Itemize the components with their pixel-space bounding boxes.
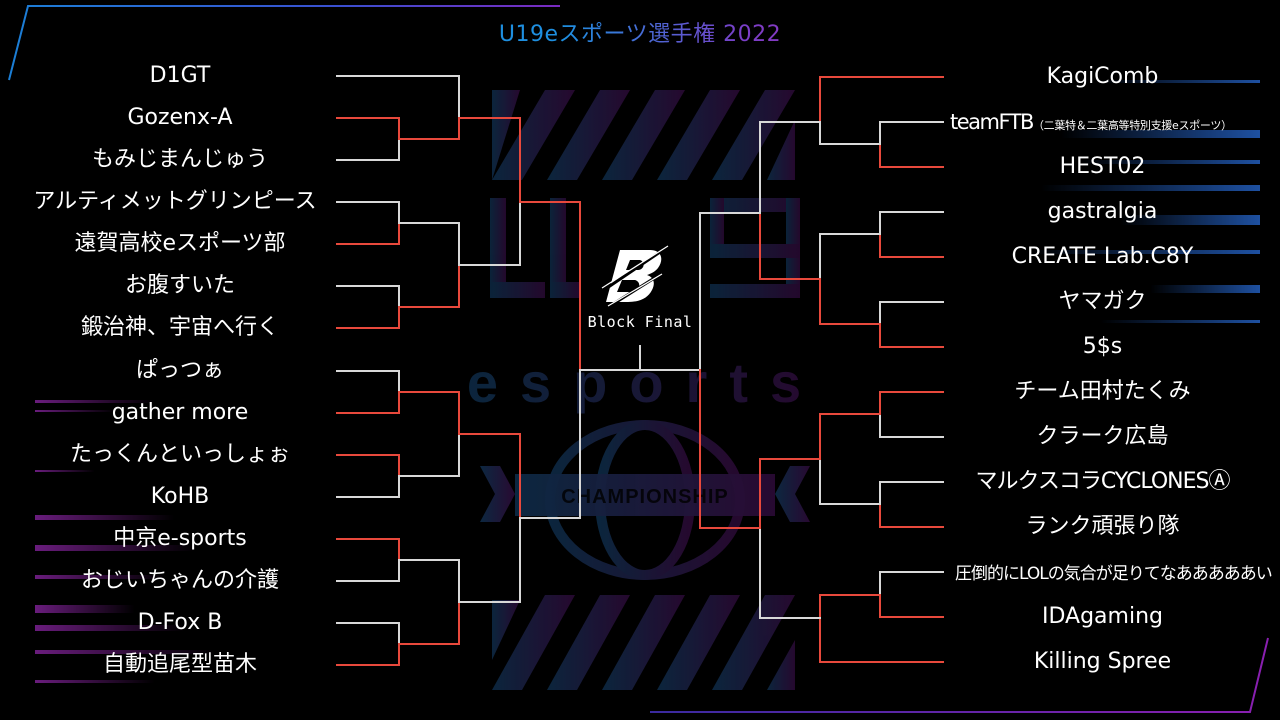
team-right-2-name: teamFTB xyxy=(950,110,1034,134)
bracket-line-teamftb xyxy=(879,121,944,145)
team-left-7: 鍛治神、宇宙へ行く xyxy=(80,315,279,340)
watermark-globe xyxy=(545,420,745,580)
team-left-10: たっくんといっしょぉ xyxy=(69,442,290,467)
bracket-line-clark xyxy=(879,413,944,438)
bracket-line-create xyxy=(879,233,944,258)
watermark-stripes-bottom xyxy=(492,595,795,690)
bracket-line-onga xyxy=(336,222,400,245)
bracket-line-gozenx xyxy=(336,117,400,140)
bracket-line-d1gt xyxy=(336,75,460,119)
team-left-8: ぱっつぁ xyxy=(135,358,224,383)
bracket-line-kohb xyxy=(336,475,400,498)
team-left-15: 自動追尾型苗木 xyxy=(102,652,257,677)
team-left-9: gather more xyxy=(111,400,249,425)
team-right-11: ランク頑張り隊 xyxy=(1025,514,1180,539)
team-left-1: D1GT xyxy=(149,63,211,88)
team-left-6: お腹すいた xyxy=(124,273,235,298)
bracket-line-yamagaku xyxy=(879,301,944,325)
bracket-line-dfox xyxy=(336,622,400,645)
team-right-3: HEST02 xyxy=(1059,154,1146,179)
team-right-7: 5$s xyxy=(1082,334,1123,359)
team-left-14: D-Fox B xyxy=(137,610,223,635)
team-left-3: もみじまんじゅう xyxy=(91,147,268,172)
bracket-line-hest02 xyxy=(879,143,944,168)
bracket-line-rank xyxy=(879,503,944,528)
bracket-line-momiji xyxy=(336,138,400,161)
bracket-line-takkun xyxy=(336,454,400,477)
team-right-1: KagiComb xyxy=(1046,64,1159,89)
bracket-line-idagaming xyxy=(879,594,944,618)
team-right-9: クラーク広島 xyxy=(1036,424,1169,449)
bracket-line-kagicomb xyxy=(819,76,944,123)
watermark-championship: CHAMPIONSHIP xyxy=(561,486,729,508)
bracket-line-kajishin xyxy=(336,306,400,329)
watermark-banner xyxy=(480,466,810,522)
team-right-13: IDAgaming xyxy=(1042,604,1163,629)
team-right-2-sub: （二葉特＆二葉高等特別支援eスポーツ） xyxy=(1032,119,1232,132)
bracket-line-marcus xyxy=(879,481,944,505)
bracket-line-tamura xyxy=(879,391,944,415)
glitch-decoration-left xyxy=(35,400,215,683)
block-logo-icon xyxy=(601,245,669,308)
team-left-2: Gozenx-A xyxy=(127,105,233,130)
bracket-line-gastralgia xyxy=(879,211,944,235)
bracket-line-gather xyxy=(336,391,400,414)
bracket-line-pattsua xyxy=(336,370,400,393)
bracket-line-jido xyxy=(336,643,400,666)
watermark-esports: esports xyxy=(467,351,823,414)
team-right-4: gastralgia xyxy=(1047,199,1158,224)
team-right-8: チーム田村たくみ xyxy=(1014,379,1191,404)
team-left-4: アルティメットグリンピース xyxy=(33,189,317,214)
team-left-5: 遠賀高校eスポーツ部 xyxy=(74,231,286,256)
bracket-line-attouteki xyxy=(879,571,944,596)
bracket-line-onaka xyxy=(336,285,400,308)
team-right-2: teamFTB（二葉特＆二葉高等特別支援eスポーツ） xyxy=(950,109,1280,139)
team-left-11: KoHB xyxy=(150,484,210,509)
glitch-decoration-right xyxy=(1030,80,1260,323)
team-left-12: 中京e-sports xyxy=(113,526,247,551)
bracket-line-ojii xyxy=(336,559,400,582)
team-right-5: CREATE Lab.C8Y xyxy=(1011,244,1194,269)
watermark-stripes-top xyxy=(492,90,795,180)
bracket-line-5s xyxy=(879,323,944,348)
block-final-label: Block Final xyxy=(587,313,693,331)
bracket-line-ultimate xyxy=(336,201,400,224)
bracket-line-killing xyxy=(819,617,944,663)
bracket-line-chukyo xyxy=(336,538,400,561)
team-right-6: ヤマガク xyxy=(1058,289,1147,314)
team-right-14: Killing Spree xyxy=(1033,649,1172,674)
team-left-13: おじいちゃんの介護 xyxy=(80,568,279,593)
team-right-12: 圧倒的にLOLの気合が足りてなあああああい xyxy=(955,564,1273,584)
page-title: U19eスポーツ選手権 2022 xyxy=(0,16,1280,48)
team-right-10: マルクスコラCYCLONESⒶ xyxy=(975,469,1230,494)
